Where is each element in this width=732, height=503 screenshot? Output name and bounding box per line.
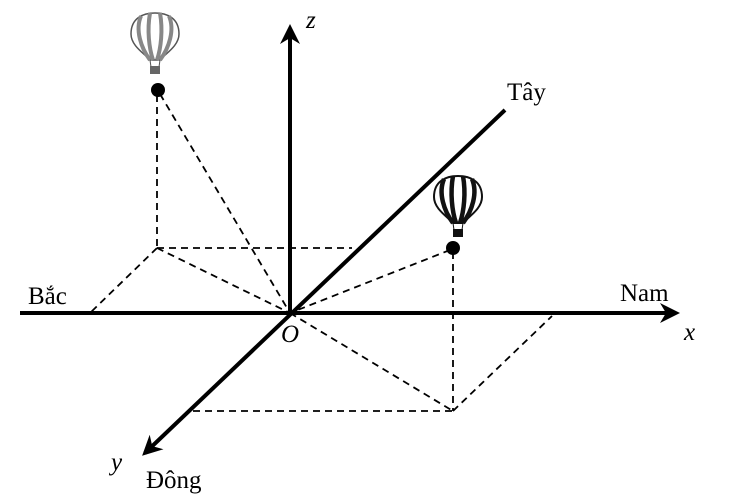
y-axis	[142, 108, 507, 456]
hot-air-balloon-black-icon	[432, 174, 484, 237]
hot-air-balloon-gray-icon	[130, 12, 180, 74]
z-axis-label: z	[306, 7, 316, 34]
balloon-1-point	[151, 83, 165, 97]
x-axis-label: x	[684, 319, 696, 346]
y-axis-label: y	[111, 449, 123, 476]
west-label: Tây	[507, 79, 546, 106]
balloon-2-point	[446, 241, 460, 255]
origin-label: O	[281, 321, 300, 348]
south-label: Nam	[620, 280, 669, 307]
east-label: Đông	[146, 467, 202, 494]
north-label: Bắc	[28, 283, 67, 310]
projection-lines	[89, 93, 553, 412]
